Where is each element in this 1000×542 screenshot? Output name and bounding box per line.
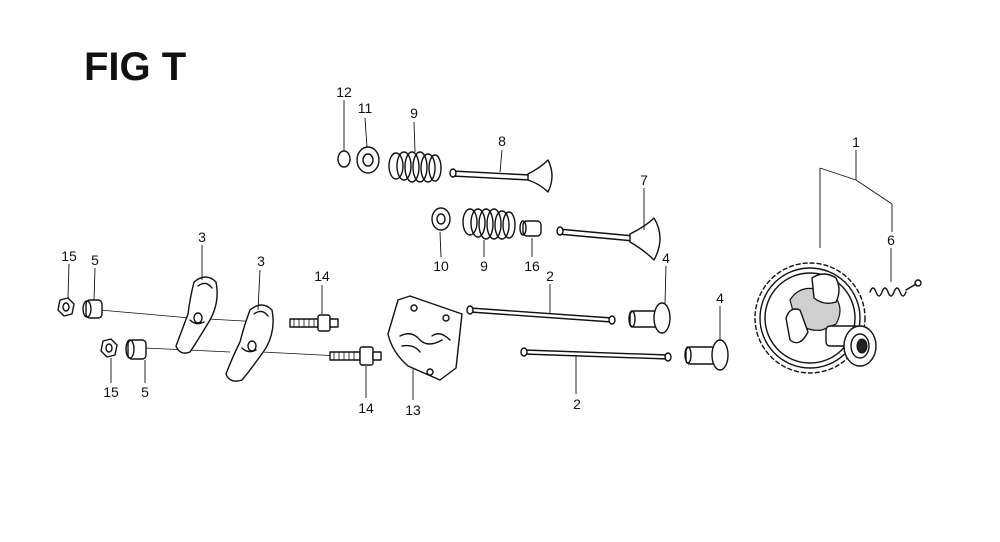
- part-1-camshaft-gear: [754, 262, 877, 374]
- callout-5-lower: 5: [141, 384, 149, 400]
- callout-15-upper: 15: [61, 248, 77, 264]
- part-15-nut-lower: [100, 338, 118, 358]
- callout-labels: 12 11 9 8 1 7 6 3 3 15 5 10 9 16 4 2 14 …: [61, 84, 895, 418]
- callout-7: 7: [640, 172, 648, 188]
- callout-2-upper: 2: [546, 268, 554, 284]
- callout-6: 6: [887, 232, 895, 248]
- callout-2-lower: 2: [573, 396, 581, 412]
- leader-lines: [67, 100, 893, 400]
- callout-9-lower: 9: [480, 258, 488, 274]
- part-13-guide-plate: [387, 295, 463, 381]
- part-8-valve-upper: [449, 159, 553, 193]
- part-6-spring: [869, 279, 922, 297]
- callout-12: 12: [336, 84, 352, 100]
- callout-4-lower: 4: [716, 290, 724, 306]
- part-15-nut-upper: [57, 297, 75, 317]
- part-5-pivot-lower: [125, 339, 147, 360]
- part-7-valve-lower: [556, 217, 661, 261]
- part-2-push-rod-upper: [466, 305, 616, 325]
- callout-4-upper: 4: [662, 250, 670, 266]
- callout-3-left: 3: [198, 229, 206, 245]
- callout-5-upper: 5: [91, 252, 99, 268]
- part-3-rocker-arm-right: [225, 304, 274, 382]
- callout-16: 16: [524, 258, 540, 274]
- part-5-pivot-upper: [82, 299, 103, 319]
- part-14-stud-bolt-lower: [329, 346, 382, 366]
- part-16-collar: [519, 220, 542, 237]
- callout-8: 8: [498, 133, 506, 149]
- part-14-stud-bolt-upper: [289, 314, 339, 332]
- part-2-push-rod-lower: [520, 347, 672, 362]
- callout-1: 1: [852, 134, 860, 150]
- part-11-retainer: [356, 146, 380, 174]
- callout-9-upper: 9: [410, 105, 418, 121]
- part-3-rocker-arm-left: [175, 276, 218, 354]
- callout-13: 13: [405, 402, 421, 418]
- part-4-tappet-lower: [684, 339, 729, 371]
- part-9-valve-spring-lower: [462, 208, 516, 240]
- figure-title: FIG T: [84, 45, 186, 89]
- part-10-washer: [431, 207, 451, 231]
- callout-15-lower: 15: [103, 384, 119, 400]
- part-12-valve-cap: [337, 150, 351, 168]
- callout-3-right: 3: [257, 253, 265, 269]
- part-4-tappet-upper: [628, 302, 671, 334]
- callout-11: 11: [358, 100, 373, 116]
- callout-14-upper: 14: [314, 268, 330, 284]
- part-9-valve-spring-upper: [388, 151, 442, 183]
- callout-14-lower: 14: [358, 400, 374, 416]
- callout-10: 10: [433, 258, 449, 274]
